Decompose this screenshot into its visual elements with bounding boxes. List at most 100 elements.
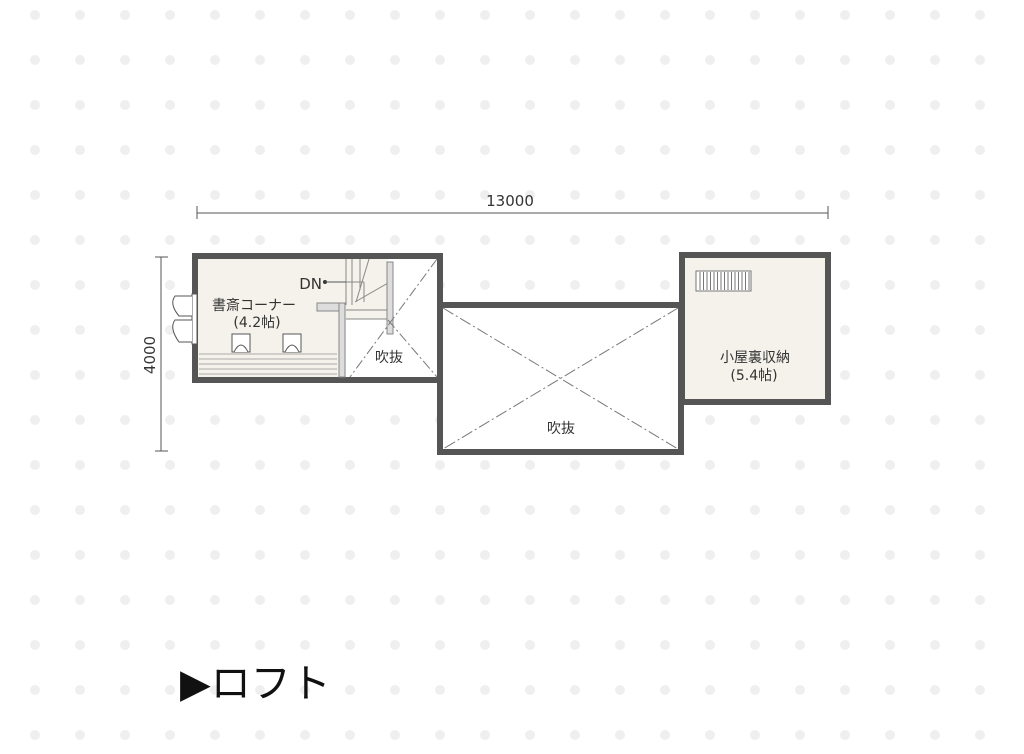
grid-dot: [480, 145, 490, 155]
grid-dot: [525, 190, 535, 200]
grid-dot: [300, 10, 310, 20]
grid-dot: [930, 280, 940, 290]
grid-dot: [300, 145, 310, 155]
grid-dot: [75, 325, 85, 335]
grid-dot: [390, 145, 400, 155]
grid-dot: [750, 100, 760, 110]
grid-dot: [840, 730, 850, 740]
grid-dot: [930, 730, 940, 740]
grid-dot: [255, 235, 265, 245]
grid-dot: [435, 10, 445, 20]
grid-dot: [435, 640, 445, 650]
grid-dot: [615, 235, 625, 245]
grid-dot: [390, 595, 400, 605]
grid-dot: [30, 100, 40, 110]
grid-dot: [120, 595, 130, 605]
grid-dot: [930, 145, 940, 155]
grid-dot: [525, 145, 535, 155]
grid-dot: [795, 145, 805, 155]
grid-dot: [615, 280, 625, 290]
grid-dot: [660, 640, 670, 650]
width-dimension: [196, 206, 829, 219]
grid-dot: [975, 55, 985, 65]
grid-dot: [975, 640, 985, 650]
grid-dot: [120, 55, 130, 65]
grid-dot: [30, 235, 40, 245]
grid-dot: [210, 460, 220, 470]
grid-dot: [750, 235, 760, 245]
grid-dot: [210, 685, 220, 695]
grid-dot: [480, 640, 490, 650]
grid-dot: [390, 640, 400, 650]
grid-dot: [660, 460, 670, 470]
grid-dot: [30, 685, 40, 695]
grid-dot: [30, 10, 40, 20]
grid-dot: [435, 685, 445, 695]
grid-dot: [480, 505, 490, 515]
grid-dot: [75, 145, 85, 155]
grid-dot: [705, 235, 715, 245]
grid-dot: [75, 415, 85, 425]
grid-dot: [840, 415, 850, 425]
grid-dot: [930, 415, 940, 425]
grid-dot: [795, 10, 805, 20]
grid-dot: [525, 640, 535, 650]
grid-dot: [255, 145, 265, 155]
grid-dot: [120, 415, 130, 425]
grid-dot: [795, 640, 805, 650]
grid-dot: [120, 10, 130, 20]
grid-dot: [300, 550, 310, 560]
grid-dot: [750, 730, 760, 740]
grid-dot: [885, 505, 895, 515]
grid-dot: [930, 100, 940, 110]
grid-dot: [75, 550, 85, 560]
grid-dot: [705, 10, 715, 20]
background-dot-grid: [30, 10, 985, 740]
grid-dot: [345, 235, 355, 245]
grid-dot: [840, 145, 850, 155]
grid-dot: [660, 190, 670, 200]
grid-dot: [210, 55, 220, 65]
grid-dot: [75, 460, 85, 470]
grid-dot: [390, 550, 400, 560]
grid-dot: [300, 685, 310, 695]
grid-dot: [615, 55, 625, 65]
grid-dot: [750, 550, 760, 560]
grid-dot: [165, 505, 175, 515]
grid-dot: [120, 145, 130, 155]
grid-dot: [615, 685, 625, 695]
grid-dot: [30, 730, 40, 740]
grid-dot: [300, 100, 310, 110]
grid-dot: [660, 550, 670, 560]
grid-dot: [390, 190, 400, 200]
grid-dot: [930, 370, 940, 380]
grid-dot: [570, 280, 580, 290]
grid-dot: [30, 55, 40, 65]
grid-dot: [795, 190, 805, 200]
grid-dot: [165, 415, 175, 425]
grid-dot: [570, 685, 580, 695]
grid-dot: [705, 505, 715, 515]
grid-dot: [345, 460, 355, 470]
small-void-label: 吹抜: [375, 350, 403, 366]
grid-dot: [525, 55, 535, 65]
grid-dot: [165, 100, 175, 110]
grid-dot: [570, 100, 580, 110]
grid-dot: [885, 550, 895, 560]
grid-dot: [570, 145, 580, 155]
grid-dot: [345, 730, 355, 740]
grid-dot: [345, 685, 355, 695]
grid-dot: [975, 190, 985, 200]
grid-dot: [795, 460, 805, 470]
grid-dot: [165, 640, 175, 650]
grid-dot: [210, 550, 220, 560]
grid-dot: [885, 325, 895, 335]
grid-dot: [345, 190, 355, 200]
grid-dot: [705, 550, 715, 560]
grid-dot: [615, 730, 625, 740]
grid-dot: [390, 10, 400, 20]
grid-dot: [480, 190, 490, 200]
grid-dot: [885, 10, 895, 20]
grid-dot: [210, 505, 220, 515]
